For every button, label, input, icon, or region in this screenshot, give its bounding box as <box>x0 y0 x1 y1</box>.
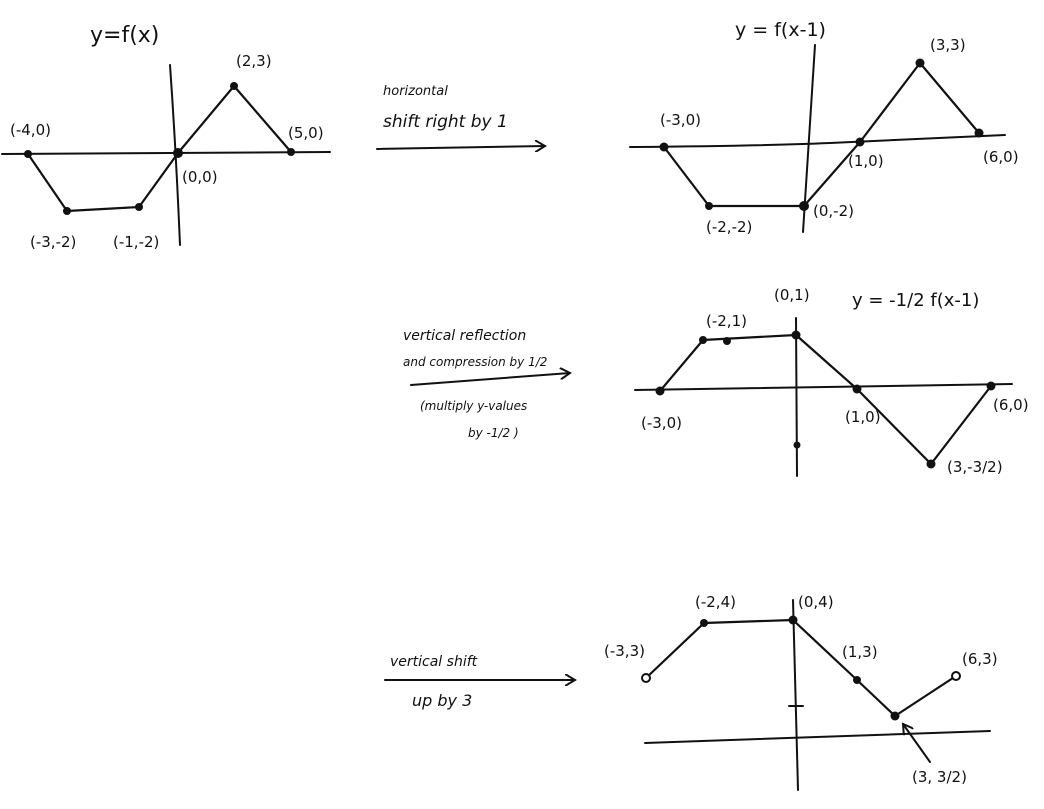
graph-line <box>662 61 981 208</box>
point <box>853 676 861 684</box>
step-text: vertical reflection <box>403 328 526 344</box>
point <box>287 148 295 156</box>
graph-title: y = -1/2 f(x-1) <box>852 290 979 311</box>
x-axis <box>644 730 991 744</box>
point-label: (0,0) <box>182 168 218 186</box>
point <box>799 201 809 211</box>
graph-reflected: y = -1/2 f(x-1) (-3,0) (-2,1) (0,1) (1,0… <box>634 286 1029 477</box>
point <box>700 619 708 627</box>
point-label: (-4,0) <box>10 121 51 139</box>
step-text: (multiply y-values <box>420 399 527 413</box>
point <box>788 615 798 625</box>
point-label: (3,-3/2) <box>947 458 1003 476</box>
x-axis <box>1 151 331 155</box>
point <box>24 150 32 158</box>
point <box>641 673 651 683</box>
point-label: (1,0) <box>848 152 884 170</box>
axis-mark <box>793 441 801 449</box>
y-axis <box>792 599 799 791</box>
graph-line <box>658 333 993 466</box>
point <box>705 202 713 210</box>
point-label: (6,0) <box>993 396 1029 414</box>
step-text: shift right by 1 <box>383 112 508 132</box>
step-reflection-compression: vertical reflection and compression by 1… <box>403 328 570 440</box>
arrow-icon <box>376 146 545 149</box>
graph-shifted-up: (-3,3) (-2,4) (0,4) (1,3) (3, 3/2) (6,3) <box>604 593 998 791</box>
points <box>24 82 295 215</box>
y-axis <box>802 44 816 233</box>
point <box>986 381 996 391</box>
point-label: (1,3) <box>842 643 878 661</box>
point <box>915 58 925 68</box>
x-axis <box>634 383 1013 391</box>
point-label: (5,0) <box>288 124 324 142</box>
graph-f: y=f(x) (-4,0) (-3,-2) (-1,-2) (0,0) (2,3… <box>1 23 331 251</box>
graph-title: y=f(x) <box>90 23 159 48</box>
point <box>926 459 936 469</box>
point-label: (-3,-2) <box>30 233 76 251</box>
point <box>699 336 707 344</box>
point-label: (-3,3) <box>604 642 645 660</box>
graph-line <box>26 84 293 213</box>
point <box>135 203 143 211</box>
step-text: vertical shift <box>390 654 478 670</box>
point-label: (-2,1) <box>706 312 747 330</box>
step-vertical-shift: vertical shift up by 3 <box>384 654 575 710</box>
point-label: (3, 3/2) <box>912 768 967 786</box>
point-label: (2,3) <box>236 52 272 70</box>
point <box>974 128 984 138</box>
pointer-arrow-icon <box>903 724 931 763</box>
point-label: (-2,-2) <box>706 218 752 236</box>
point-label: (-1,-2) <box>113 233 159 251</box>
point <box>230 82 238 90</box>
point <box>855 137 865 147</box>
graph-line <box>644 618 958 718</box>
point-label: (6,3) <box>962 650 998 668</box>
point-label: (-3,0) <box>641 414 682 432</box>
graph-title: y = f(x-1) <box>735 19 826 41</box>
point <box>63 207 71 215</box>
point-label: (0,-2) <box>813 202 854 220</box>
point <box>791 330 801 340</box>
point-label: (-3,0) <box>660 111 701 129</box>
step-text: up by 3 <box>412 691 472 710</box>
graph-f-shifted: y = f(x-1) (-3,0) (-2,-2) (0,-2) (1,0) (… <box>629 19 1019 236</box>
y-axis <box>795 317 798 477</box>
point-label: (6,0) <box>983 148 1019 166</box>
point-label: (0,4) <box>798 593 834 611</box>
point <box>655 386 665 396</box>
point-label: (1,0) <box>845 408 881 426</box>
point-label: (3,3) <box>930 36 966 54</box>
point <box>951 671 961 681</box>
point <box>723 337 731 345</box>
arrow-icon <box>410 373 570 386</box>
point <box>659 142 669 152</box>
step-text: by -1/2 ) <box>468 426 519 440</box>
point <box>173 148 183 158</box>
point <box>852 384 862 394</box>
point-label: (-2,4) <box>695 593 736 611</box>
point <box>890 711 900 721</box>
point-label: (0,1) <box>774 286 810 304</box>
step-text: horizontal <box>383 84 448 99</box>
step-horizontal-shift: horizontal shift right by 1 <box>376 84 545 149</box>
x-axis <box>629 134 1006 148</box>
step-text: and compression by 1/2 <box>403 355 547 369</box>
